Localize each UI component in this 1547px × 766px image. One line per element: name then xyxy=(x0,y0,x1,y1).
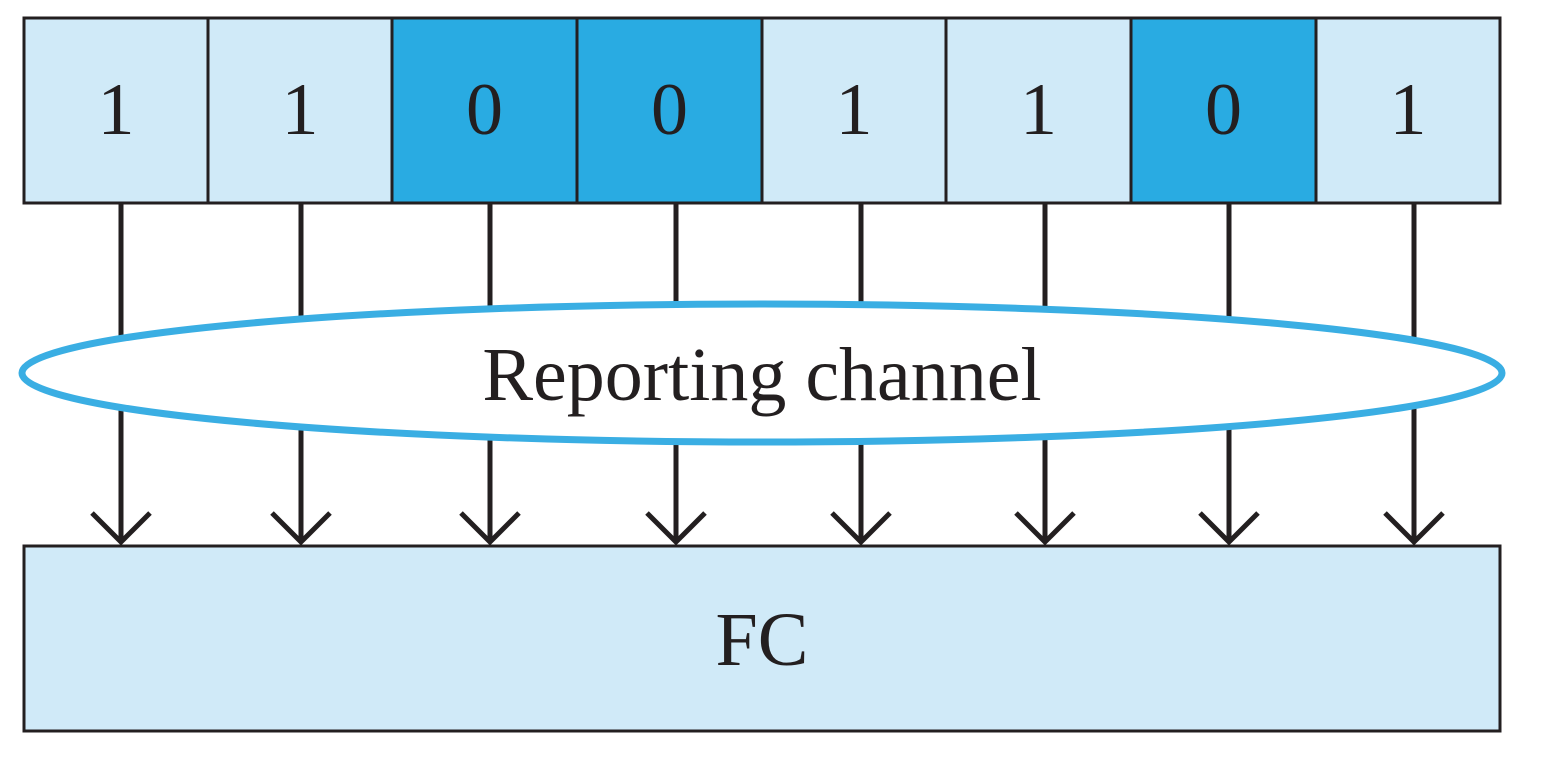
bit-value: 1 xyxy=(1390,69,1427,151)
bit-cell xyxy=(22,16,210,205)
bit-value: 0 xyxy=(466,69,503,151)
arrow-head xyxy=(1383,511,1445,546)
bit-cell xyxy=(760,16,948,205)
arrow-head xyxy=(270,511,332,546)
bit-value: 1 xyxy=(282,69,319,151)
bit-cell xyxy=(390,16,579,205)
fusion-center-box xyxy=(22,544,1502,733)
arrow-head xyxy=(645,511,707,546)
bit-value: 0 xyxy=(1205,69,1242,151)
bit-cell xyxy=(206,16,394,205)
fusion-center-label: FC xyxy=(716,598,809,682)
bit-value: 1 xyxy=(836,69,873,151)
bit-cells-row: 1 1 0 0 1 1 0 1 xyxy=(22,16,1502,205)
arrow-head xyxy=(830,511,892,546)
bit-value: 1 xyxy=(98,69,135,151)
reporting-channel-label: Reporting channel xyxy=(482,333,1041,417)
bit-cell xyxy=(944,16,1133,205)
arrow-head xyxy=(1198,511,1260,546)
bit-cell xyxy=(1314,16,1502,205)
arrow-head xyxy=(459,511,521,546)
bit-cell xyxy=(1129,16,1318,205)
bit-value: 1 xyxy=(1020,69,1057,151)
bit-value: 0 xyxy=(651,69,688,151)
reporting-channel-ellipse xyxy=(18,300,1506,446)
arrow-head xyxy=(1014,511,1076,546)
arrow-head xyxy=(90,511,152,546)
